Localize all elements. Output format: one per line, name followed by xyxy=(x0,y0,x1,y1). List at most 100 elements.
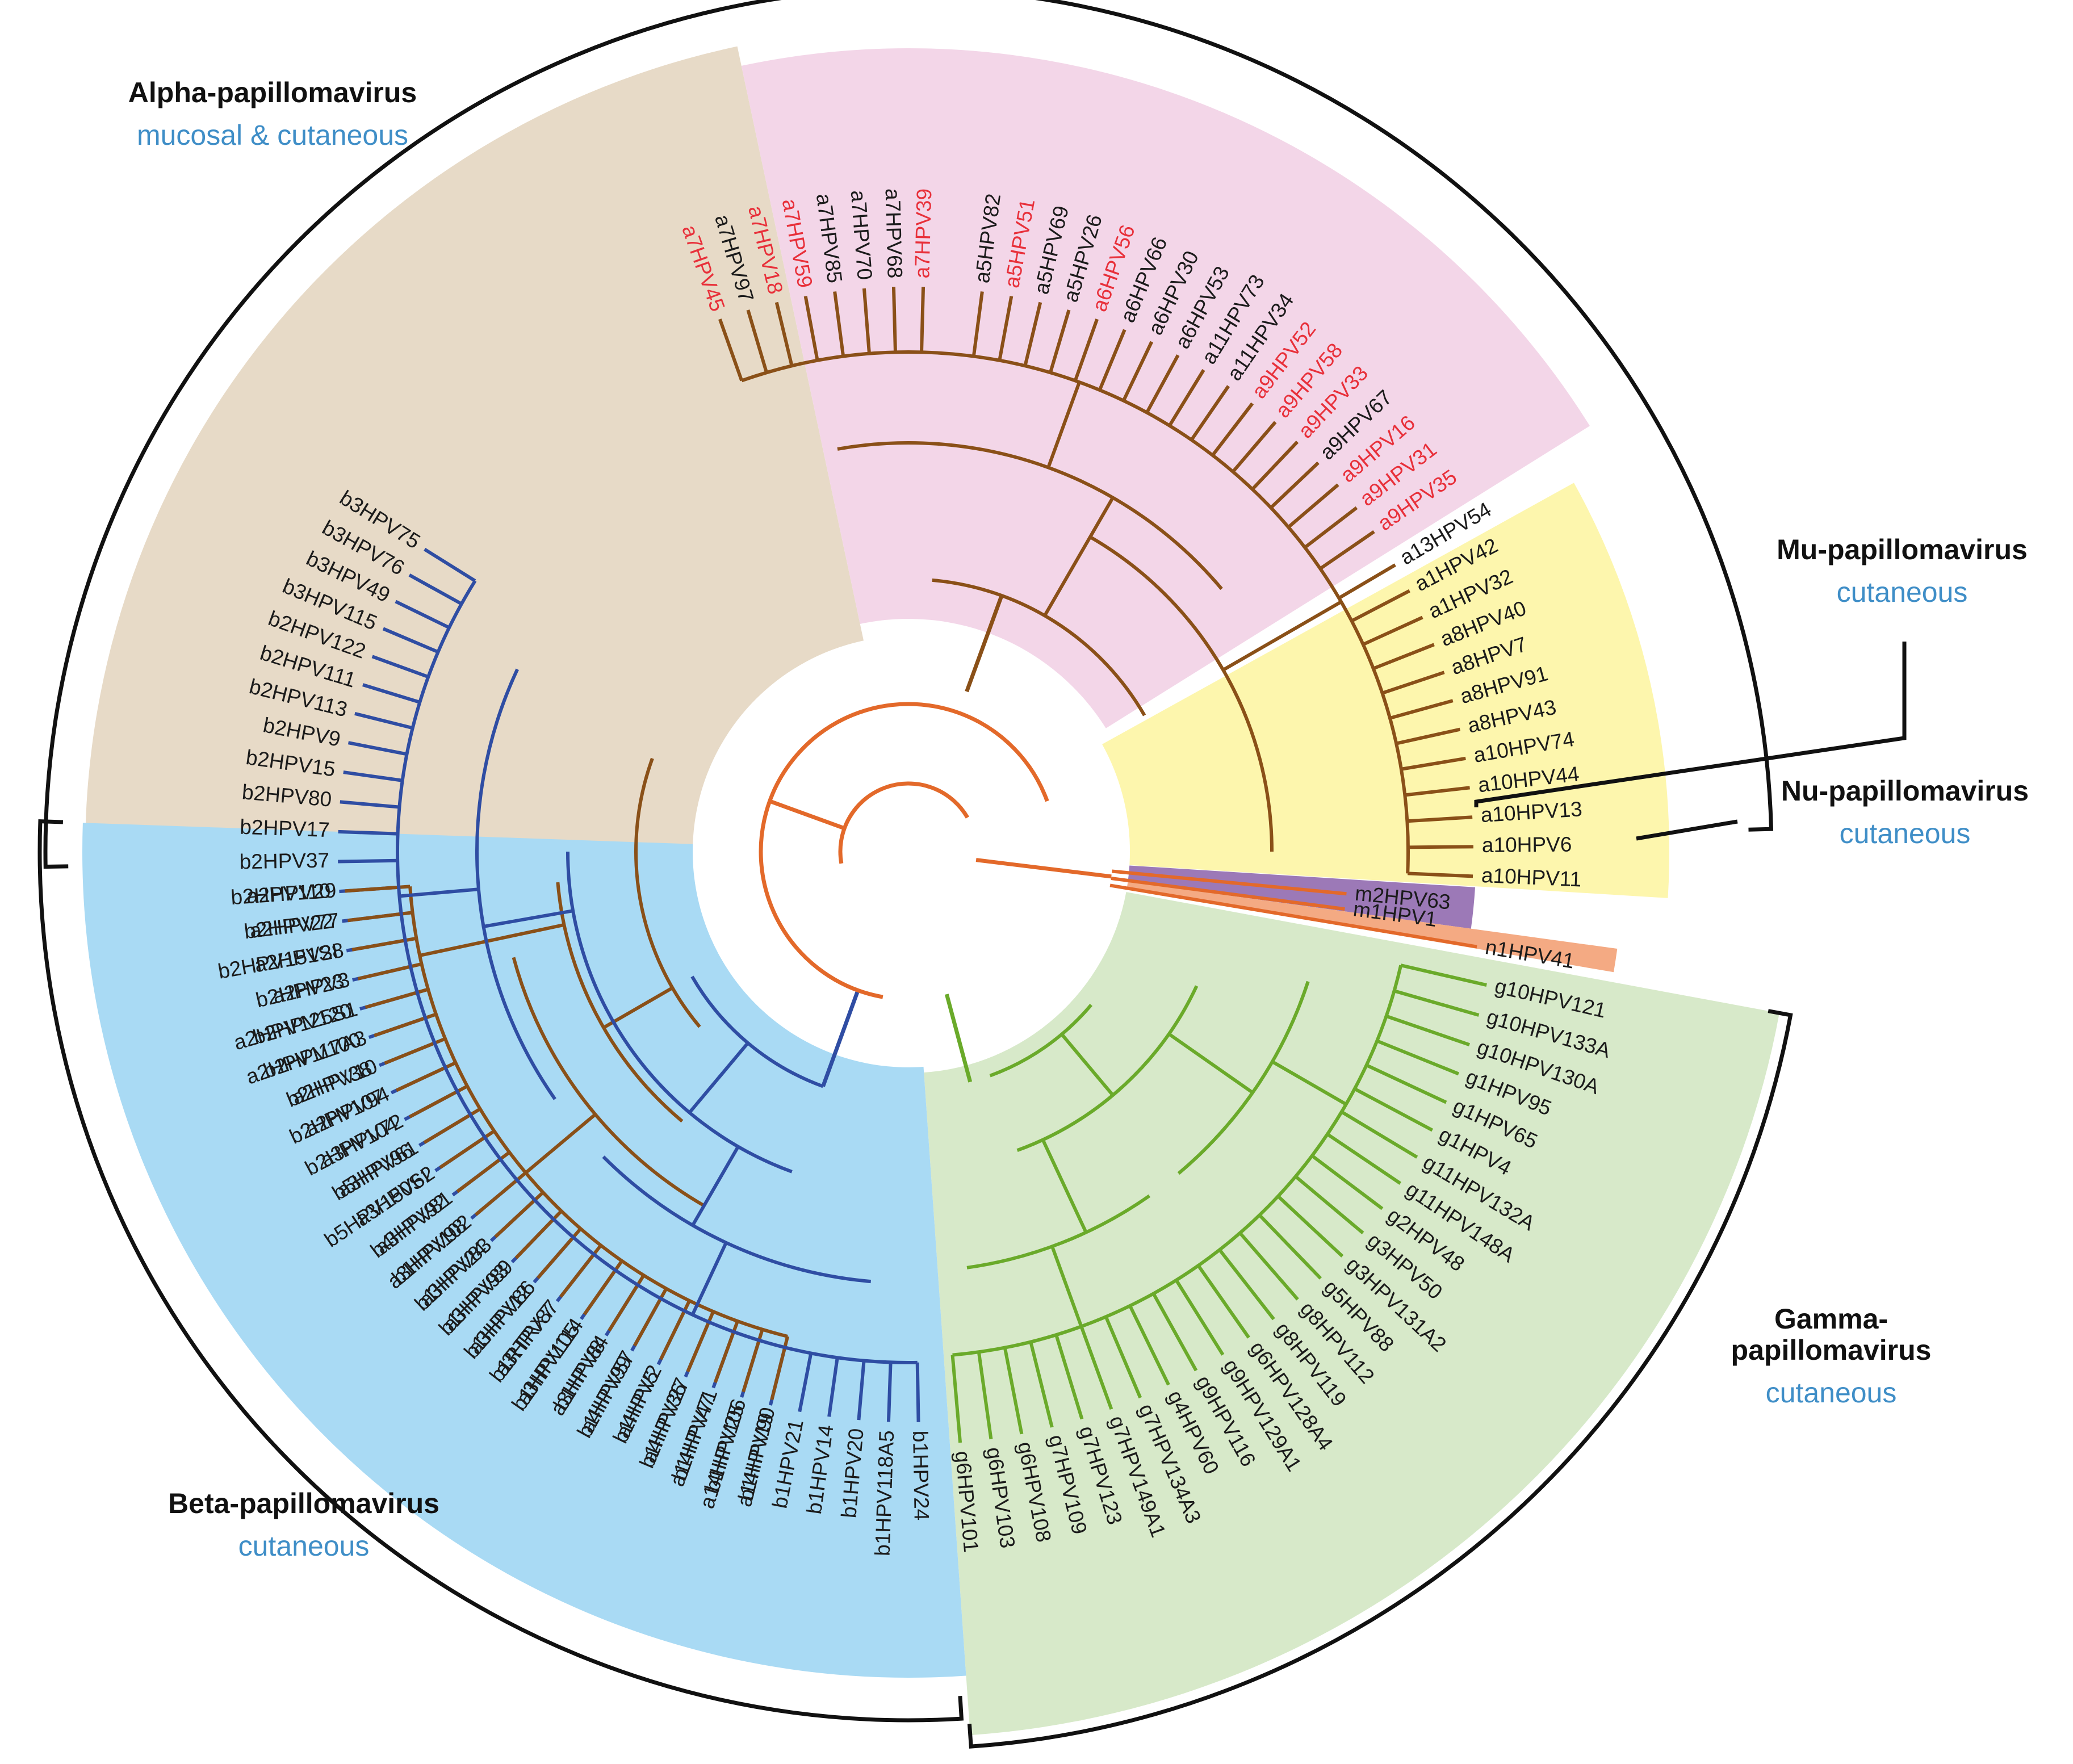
terminal-branch xyxy=(408,573,463,606)
genus-brackets xyxy=(37,0,1907,1749)
terminal-branch xyxy=(920,287,925,353)
terminal-branch xyxy=(354,711,413,730)
terminal-branch xyxy=(395,600,450,630)
root-spoke xyxy=(769,799,845,831)
nu-bracket xyxy=(1636,819,1738,841)
terminal-branch xyxy=(1354,1087,1434,1132)
internal-branch-arc xyxy=(989,1004,1093,1078)
terminal-branch xyxy=(338,858,398,864)
terminal-branch xyxy=(1276,1195,1344,1258)
terminal-branch xyxy=(746,309,768,374)
nu-genus-habitat: cutaneous xyxy=(1840,818,1971,849)
beta-root-branch xyxy=(821,990,860,1087)
terminal-branch xyxy=(1049,309,1071,374)
leaf-label: a7HPV39 xyxy=(910,188,936,278)
terminal-branch xyxy=(1023,301,1042,367)
terminal-branch xyxy=(1029,1341,1054,1428)
terminal-branch xyxy=(424,547,476,583)
root-inner-arc xyxy=(838,781,969,864)
terminal-branch xyxy=(1112,869,1347,896)
terminal-branch xyxy=(886,1362,893,1422)
terminal-branch xyxy=(1054,1334,1084,1420)
internal-branch-spoke xyxy=(419,923,565,957)
terminal-branch xyxy=(1104,1316,1142,1399)
terminal-branch xyxy=(1396,727,1461,745)
terminal-branch xyxy=(347,741,408,756)
terminal-branch xyxy=(1175,1279,1225,1356)
internal-branch-spoke xyxy=(690,1242,728,1315)
internal-branch-arc xyxy=(634,757,701,1028)
terminal-branch xyxy=(338,829,398,836)
internal-branch-arc xyxy=(396,580,918,1364)
gamma-bracket xyxy=(967,1009,1793,1749)
beta-bracket xyxy=(37,819,964,1723)
alpha-sector-pink xyxy=(741,48,1590,728)
internal-branch-spoke xyxy=(1168,1032,1254,1094)
terminal-branch xyxy=(382,627,439,654)
root-arc xyxy=(759,702,1049,999)
internal-branch-spoke xyxy=(1046,382,1081,468)
internal-branch-arc xyxy=(475,668,556,1100)
terminal-branch xyxy=(971,291,984,357)
terminal-branch xyxy=(1407,815,1473,823)
terminal-branch xyxy=(1310,1154,1384,1210)
terminal-branch xyxy=(891,287,897,353)
internal-branch-arc xyxy=(966,1194,1151,1269)
terminal-branch xyxy=(1079,1326,1113,1410)
internal-branch-spoke xyxy=(1043,496,1115,617)
terminal-branch xyxy=(1341,1110,1418,1159)
genus-labels: Alpha-papillomavirus mucosal & cutaneous… xyxy=(128,77,2029,1562)
internal-branch-arc xyxy=(741,350,1410,874)
terminal-branch xyxy=(362,683,421,704)
terminal-branch xyxy=(1197,1264,1250,1339)
terminal-branch xyxy=(1270,461,1320,509)
terminal-branch xyxy=(1145,354,1180,414)
terminal-branch xyxy=(1109,883,1477,949)
terminal-branch xyxy=(1408,871,1473,878)
alpha-root-branch xyxy=(965,594,1004,693)
leaf-label: b2HPV17 xyxy=(240,815,330,842)
mu-genus-name: Mu-papillomavirus xyxy=(1777,534,2028,565)
internal-branch-spoke xyxy=(1060,1033,1115,1096)
terminal-branch xyxy=(1168,369,1205,427)
leaf-label: a7HPV68 xyxy=(881,188,907,278)
terminal-branch xyxy=(1294,1175,1364,1235)
terminal-branch xyxy=(1122,341,1154,402)
terminal-branch xyxy=(833,291,845,357)
nu-genus-name: Nu-papillomavirus xyxy=(1781,775,2029,807)
beta-genus-habitat: cutaneous xyxy=(238,1530,370,1562)
internal-branch-spoke xyxy=(691,1146,740,1226)
terminal-branch xyxy=(1405,786,1470,797)
terminal-branch xyxy=(1003,1347,1024,1435)
internal-branch-spoke xyxy=(1271,1060,1347,1106)
root-to-mu-nu xyxy=(975,858,1112,879)
internal-branch-spoke xyxy=(602,986,673,1029)
leaf-label: b1HPV24 xyxy=(908,1430,933,1520)
internal-branch-spoke xyxy=(1041,1139,1088,1233)
terminal-branch xyxy=(1362,615,1423,646)
terminal-branch xyxy=(803,296,819,361)
beta-genus-name: Beta-papillomavirus xyxy=(168,1488,439,1519)
nu-sector xyxy=(1126,881,1618,973)
terminal-branch xyxy=(1190,385,1230,441)
terminal-branch xyxy=(1128,1305,1170,1386)
tree-branches xyxy=(338,287,1487,1443)
terminal-branch xyxy=(1400,963,1487,987)
terminal-branch xyxy=(798,1352,813,1413)
terminal-branch xyxy=(1372,643,1435,671)
terminal-branch xyxy=(977,1351,993,1440)
internal-branch-spoke xyxy=(483,909,573,928)
terminal-branch xyxy=(1287,483,1339,529)
tree-center-disc xyxy=(693,636,1124,1067)
terminal-branch xyxy=(1385,1014,1471,1047)
internal-branch-spoke xyxy=(688,1042,749,1114)
gamma-root-branch xyxy=(944,994,973,1083)
alpha-sector-brown xyxy=(85,46,880,852)
terminal-branch xyxy=(371,655,429,679)
terminal-branch xyxy=(1319,530,1375,571)
terminal-branch xyxy=(774,301,794,367)
terminal-branch xyxy=(1258,1214,1322,1280)
gamma-genus-habitat: cutaneous xyxy=(1766,1377,1897,1409)
leaf-label: a10HPV11 xyxy=(1481,864,1582,891)
